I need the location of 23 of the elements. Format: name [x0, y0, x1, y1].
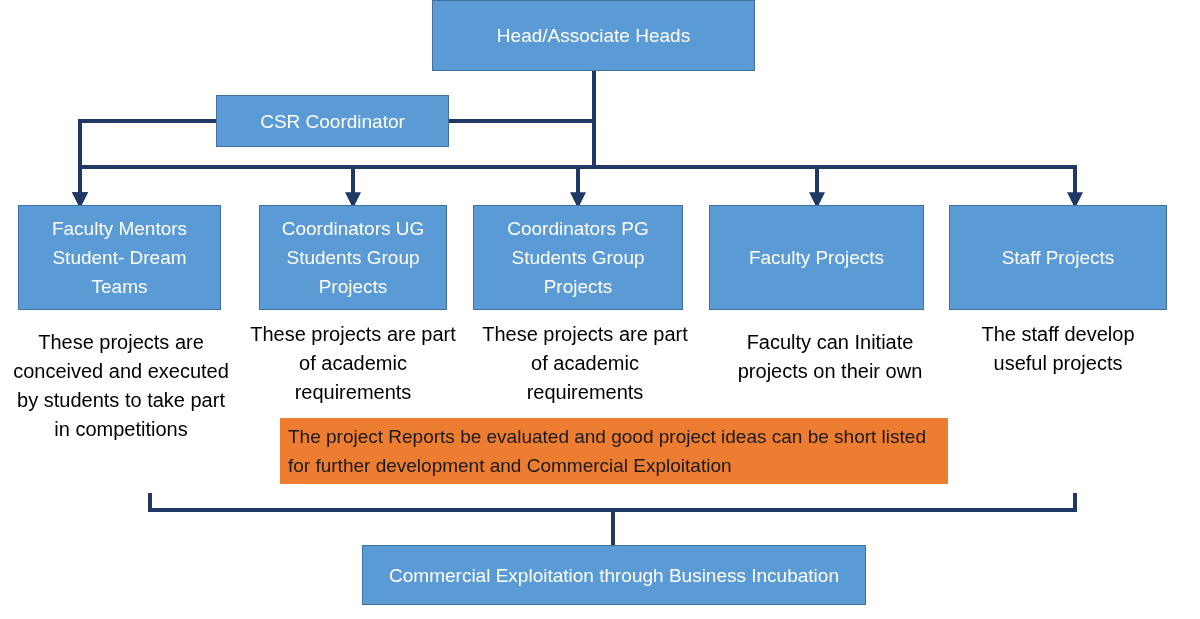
process-box — [18, 205, 221, 310]
process-box — [473, 205, 683, 310]
node-label: The project Reports be evaluated and good project ideas can be short listed for further development and Commercial Exploitation — [288, 425, 927, 478]
process-box — [259, 205, 447, 310]
process-box — [949, 205, 1167, 310]
node-label: Coordinators PG Students Group Projects — [506, 217, 650, 299]
node-label: Commercial Exploitation through Business Incubation — [389, 563, 839, 588]
process-box — [432, 0, 755, 71]
description-text: The staff develop useful projects — [980, 322, 1136, 376]
node-label: Coordinators UG Students Group Projects — [280, 217, 426, 299]
node-label: Head/Associate Heads — [496, 24, 691, 48]
node-label: Staff Projects — [1001, 246, 1115, 270]
node-label: CSR Coordinator — [260, 109, 405, 134]
process-box — [216, 95, 449, 147]
process-box — [709, 205, 924, 310]
description-text: These projects are part of academic requirements — [250, 322, 456, 405]
description-text: Faculty can Initiate projects on their own — [736, 330, 924, 384]
node-label: Faculty Projects — [748, 246, 885, 270]
note-box — [280, 418, 948, 484]
description-text: These projects are conceived and executed by students to take part in competitions — [12, 330, 230, 442]
process-box — [362, 545, 866, 605]
node-label: Faculty Mentors Student- Dream Teams — [50, 217, 189, 299]
description-text: These projects are part of academic requirements — [481, 322, 689, 405]
